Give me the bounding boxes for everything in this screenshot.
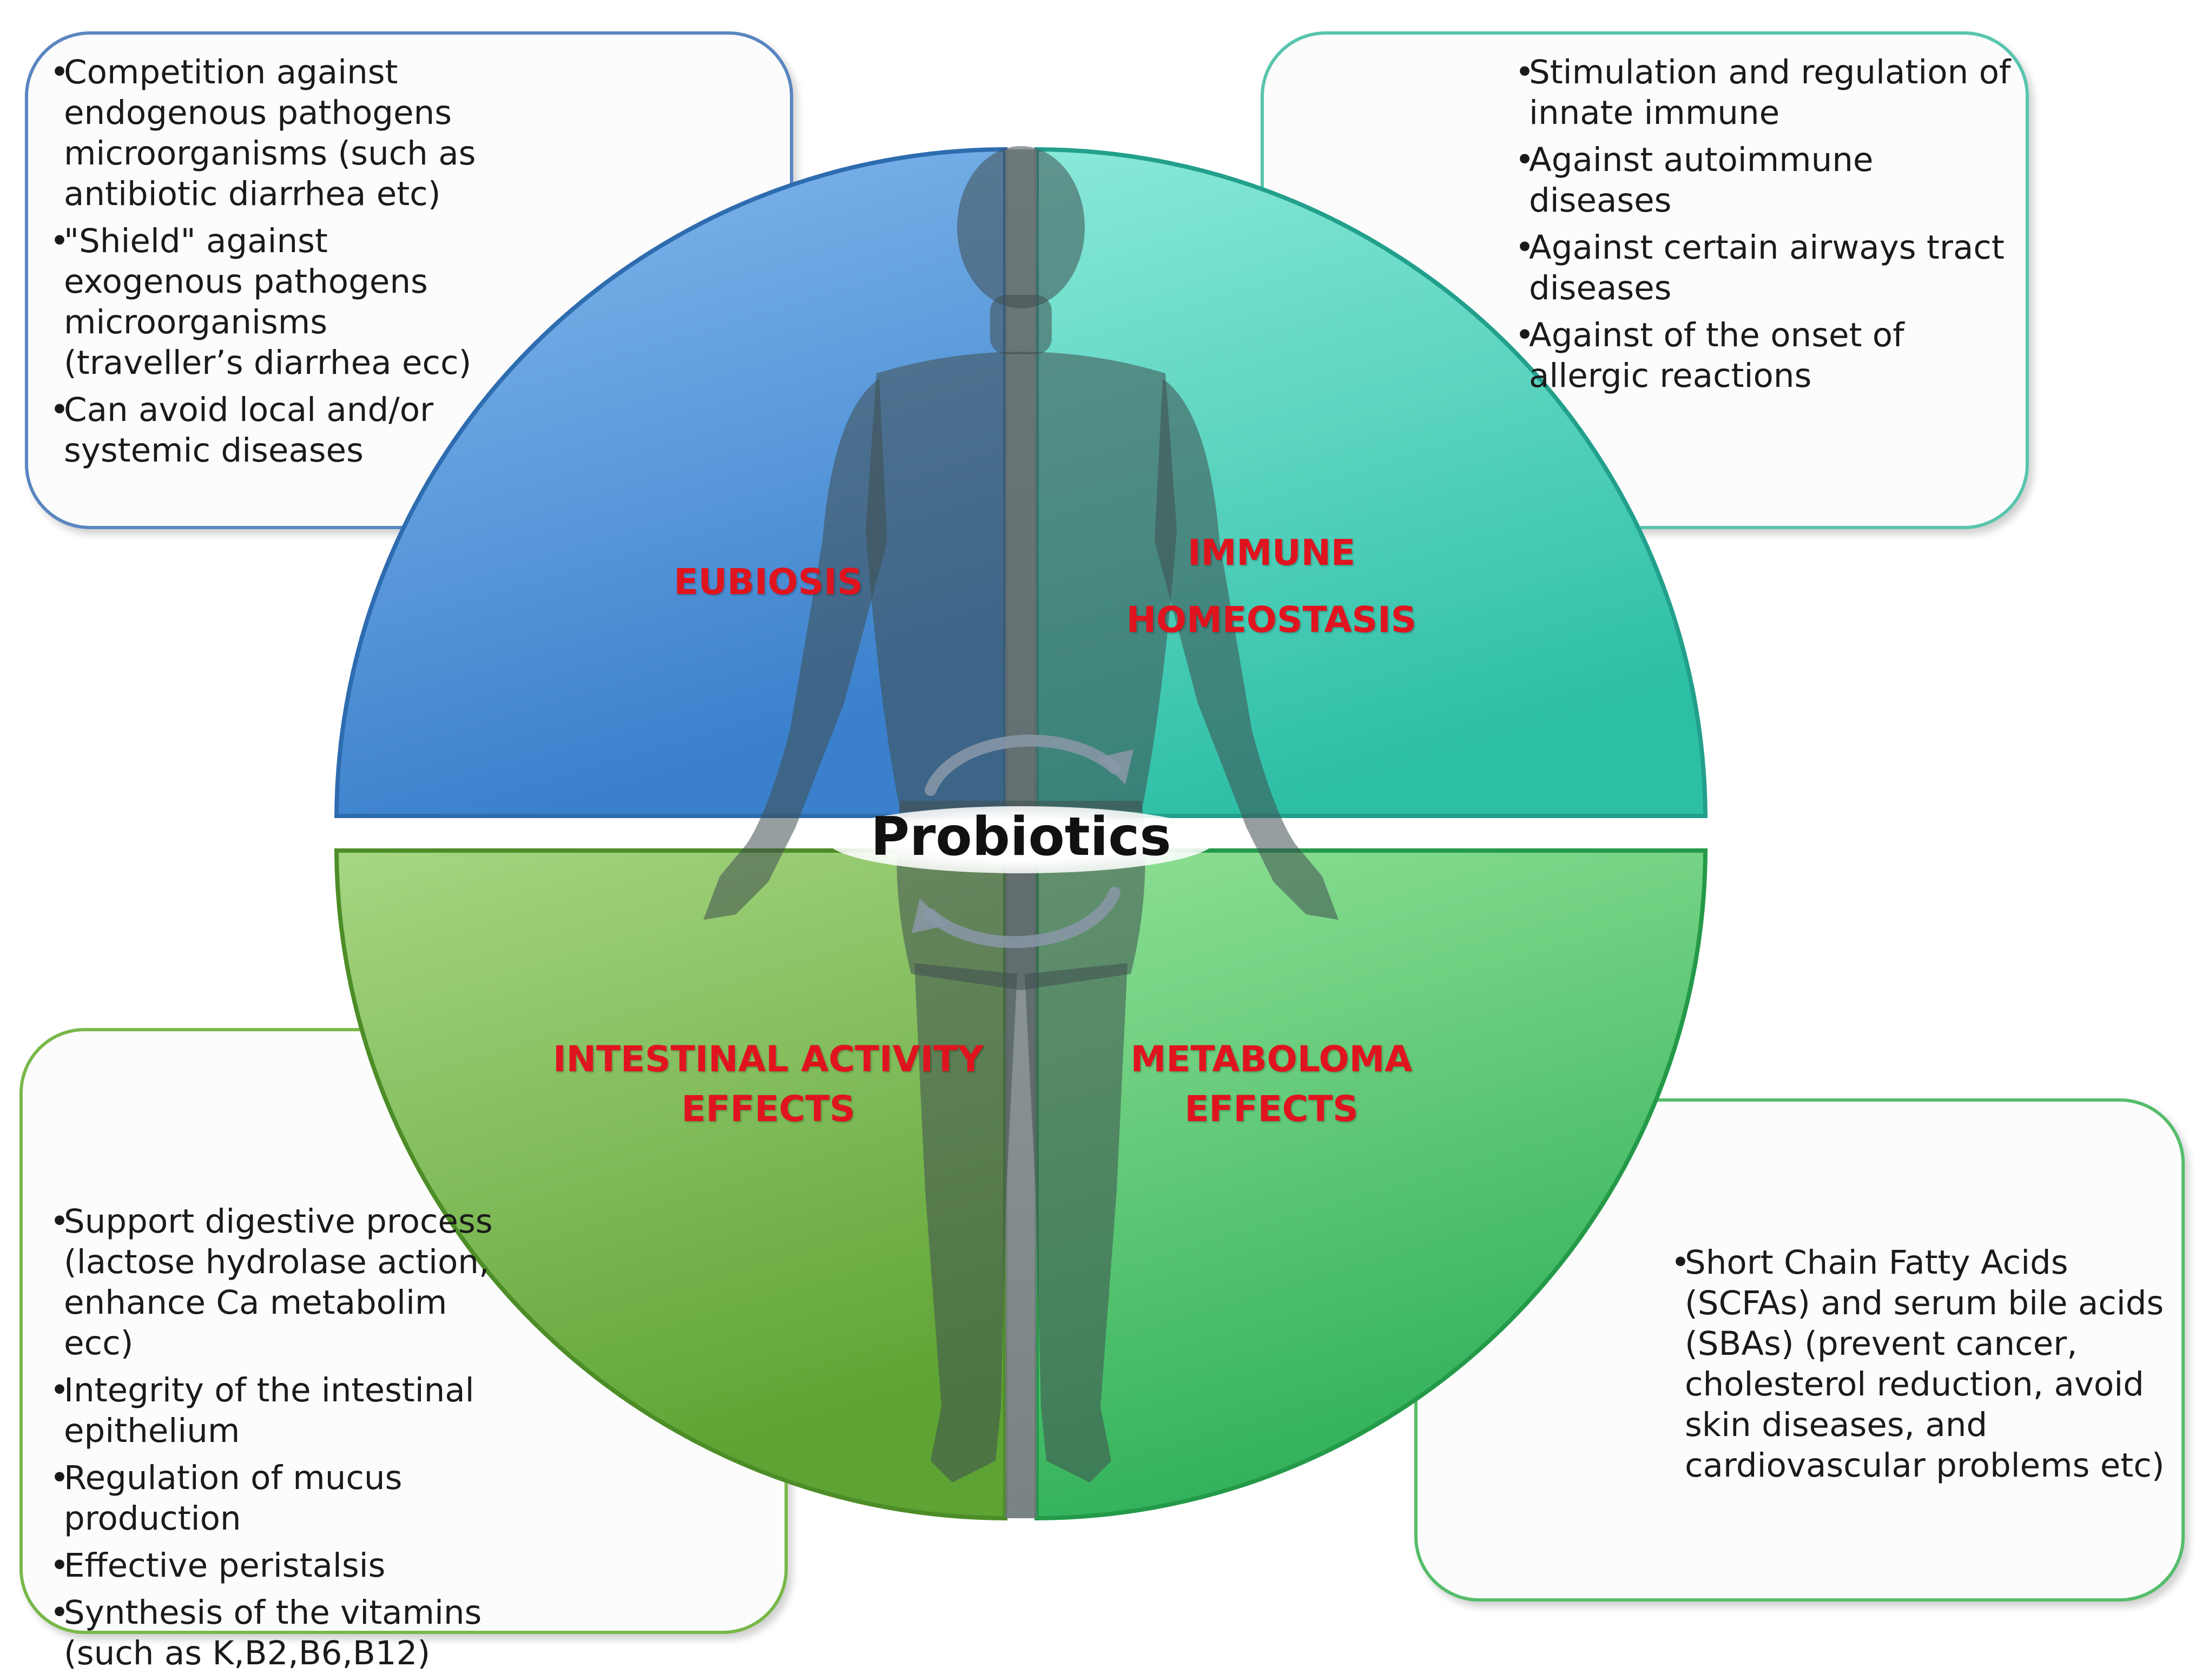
list-item: Synthesis of the vitamins (such as K,B2,… bbox=[50, 1592, 515, 1674]
intestinal-activity-effects-label: INTESTINAL ACTIVITY EFFECTS bbox=[553, 1038, 984, 1130]
metaboloma-effects-label: METABOLOMA EFFECTS bbox=[1130, 1038, 1413, 1130]
list-item: Integrity of the intestinal epithelium bbox=[50, 1370, 515, 1451]
list-item: Stimulation and regulation of innate imm… bbox=[1515, 52, 2013, 133]
probiotics-circle-diagram bbox=[334, 146, 1708, 1521]
quadrant-intestinal bbox=[334, 848, 1007, 1521]
list-item: Short Chain Fatty Acids (SCFAs) and seru… bbox=[1671, 1242, 2174, 1486]
cycle-arrows-icon bbox=[925, 734, 1120, 948]
intestinal-bullets: Support digestive process (lactose hydro… bbox=[50, 1201, 515, 1680]
arrow-head-left bbox=[912, 898, 947, 933]
center-ellipse bbox=[826, 806, 1216, 873]
list-item: Competition against endogenous pathogens… bbox=[50, 52, 499, 214]
quadrant-metaboloma bbox=[1034, 848, 1708, 1521]
list-item: "Shield" against exogenous pathogens mic… bbox=[50, 221, 499, 383]
human-figure-silhouette bbox=[703, 146, 1339, 1483]
metaboloma-bullets: Short Chain Fatty Acids (SCFAs) and seru… bbox=[1671, 1242, 2174, 1492]
list-item: Against autoimmune diseases bbox=[1515, 140, 2013, 221]
arrow-head-right bbox=[1098, 749, 1133, 785]
probiotics-label: Probiotics bbox=[871, 806, 1171, 868]
list-item: Can avoid local and/or systemic diseases bbox=[50, 390, 499, 471]
list-item: Support digestive process (lactose hydro… bbox=[50, 1201, 515, 1363]
list-item: Against of the onset of allergic reactio… bbox=[1515, 315, 2013, 396]
eubiosis-label: EUBIOSIS bbox=[674, 561, 863, 603]
list-item: Against certain airways tract diseases bbox=[1515, 227, 2013, 308]
immune-bullets: Stimulation and regulation of innate imm… bbox=[1515, 52, 2013, 403]
eubiosis-bullets: Competition against endogenous pathogens… bbox=[50, 52, 499, 477]
list-item: Effective peristalsis bbox=[50, 1545, 515, 1586]
immune-homeostasis-label: IMMUNE HOMEOSTASIS bbox=[1126, 532, 1417, 641]
list-item: Regulation of mucus production bbox=[50, 1458, 515, 1539]
